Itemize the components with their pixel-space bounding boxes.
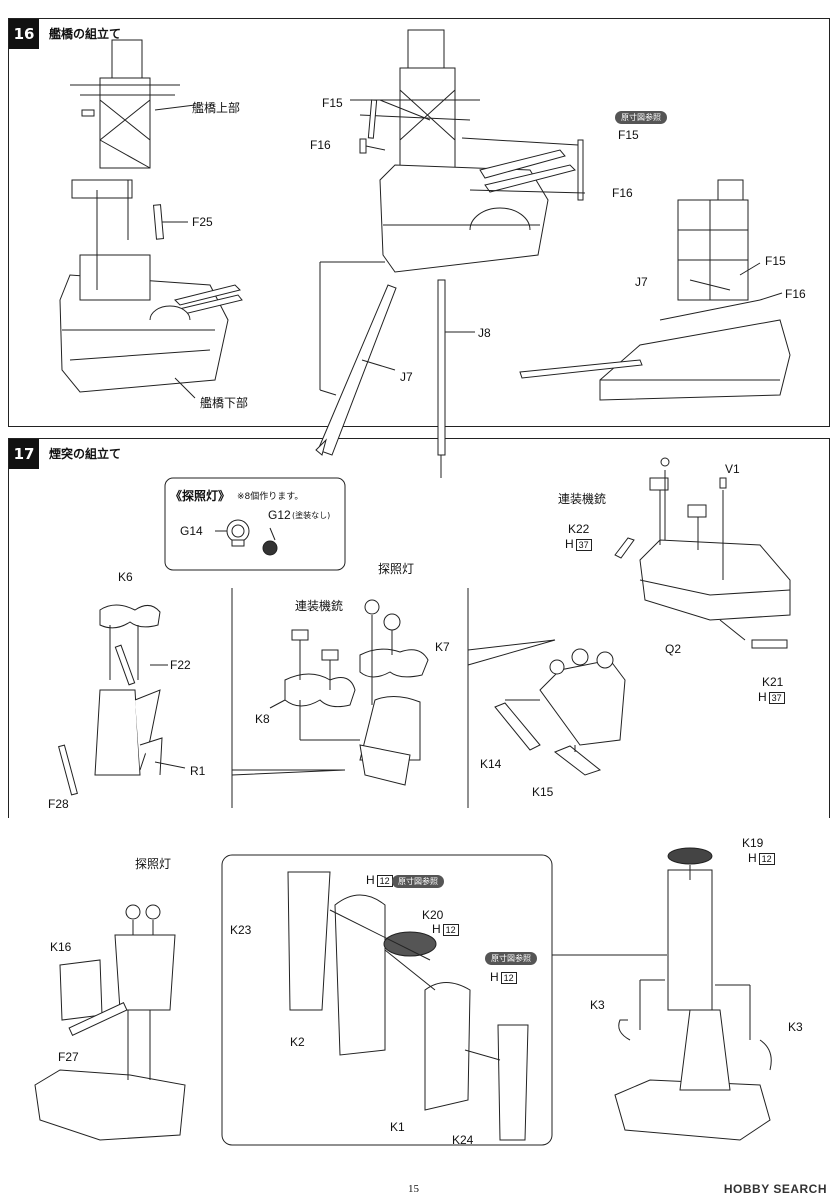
part-q2 xyxy=(639,539,791,621)
label-h37b-prefix: H xyxy=(758,690,767,704)
label-f22: F22 xyxy=(170,658,191,672)
label-f15-right: F15 xyxy=(765,254,786,268)
searchlight-callout-box xyxy=(164,477,346,571)
step16-title: 艦橋の組立て xyxy=(49,27,122,41)
label-h12a-box: 12 xyxy=(376,875,393,887)
lower-right-deck xyxy=(614,1079,771,1141)
label-q2: Q2 xyxy=(665,642,682,656)
label-f15-ref: F15 xyxy=(618,128,639,142)
reference-badge-b: 原寸図参照 xyxy=(485,952,537,965)
step17-title: 煙突の組立て xyxy=(49,447,122,461)
label-k16: K16 xyxy=(50,940,72,954)
watermark: HOBBY SEARCH xyxy=(723,1182,827,1196)
reference-badge-step16: 原寸図参照 xyxy=(615,111,667,124)
part-k1-funnel xyxy=(667,869,713,1011)
step16-number: 16 xyxy=(9,19,39,49)
label-h12b-prefix: H xyxy=(432,922,441,936)
label-k20: K20 xyxy=(422,908,444,922)
label-k23: K23 xyxy=(230,923,252,937)
label-h12d-prefix: H xyxy=(748,851,757,865)
searchlight-box-note: ※8個作ります。 xyxy=(237,492,304,502)
bridge-upper-part xyxy=(70,39,180,240)
label-f16: F16 xyxy=(310,138,331,152)
label-h12c-prefix: H xyxy=(490,970,499,984)
label-g12-note: (塗装なし) xyxy=(292,511,331,520)
label-twin-mg: 連装機銃 xyxy=(295,599,344,613)
bridge-reference-view xyxy=(519,179,791,401)
label-h12a-prefix: H xyxy=(366,873,375,887)
step17-section: 17 煙突の組立て xyxy=(8,438,830,818)
step16-section: 16 艦橋の組立て xyxy=(8,18,830,427)
reference-badge-a: 原寸図参照 xyxy=(392,875,444,888)
part-k8 xyxy=(284,673,356,708)
label-k14: K14 xyxy=(480,757,502,771)
label-h12c-box: 12 xyxy=(500,972,517,984)
part-k23 xyxy=(287,871,331,1011)
label-h12d-box: 12 xyxy=(758,853,775,865)
bridge-assembled-center xyxy=(350,29,576,273)
searchlight-box-title: 《探照灯》 xyxy=(170,489,231,503)
part-r1 xyxy=(94,689,141,776)
label-searchlight: 探照灯 xyxy=(378,562,415,576)
label-k8: K8 xyxy=(255,712,270,726)
label-k6: K6 xyxy=(118,570,133,584)
label-k15: K15 xyxy=(532,785,554,799)
label-j7-right: J7 xyxy=(635,275,648,289)
label-k2: K2 xyxy=(290,1035,305,1049)
label-g14: G14 xyxy=(180,524,203,538)
label-h12b-box: 12 xyxy=(442,924,459,936)
label-k7: K7 xyxy=(435,640,450,654)
label-k21: K21 xyxy=(762,675,784,689)
label-f16-right: F16 xyxy=(785,287,806,301)
part-k14 xyxy=(494,702,541,751)
bridge-lower-part xyxy=(59,254,243,393)
label-twin-mg-right: 連装機銃 xyxy=(558,492,607,506)
label-h37b-box: 37 xyxy=(768,692,785,704)
label-v1: V1 xyxy=(725,462,740,476)
step17-number: 17 xyxy=(9,439,39,469)
label-k1: K1 xyxy=(390,1120,405,1134)
label-k3-right: K3 xyxy=(788,1020,803,1034)
label-k19: K19 xyxy=(742,836,764,850)
label-f16-ref: F16 xyxy=(612,186,633,200)
label-h37a-prefix: H xyxy=(565,537,574,551)
label-r1: R1 xyxy=(190,764,206,778)
label-bridge-upper: 艦橋上部 xyxy=(192,101,241,115)
part-k1 xyxy=(424,982,471,1111)
part-k16 xyxy=(59,959,103,1021)
label-j8: J8 xyxy=(478,326,491,340)
label-f28: F28 xyxy=(48,797,69,811)
label-searchlight-lower: 探照灯 xyxy=(135,857,172,871)
lower-left-deck xyxy=(34,1069,186,1141)
label-f27: F27 xyxy=(58,1050,79,1064)
part-k6 xyxy=(99,604,161,629)
label-f25: F25 xyxy=(192,215,213,229)
part-k24 xyxy=(497,1024,529,1141)
part-k15 xyxy=(553,745,602,776)
label-f15: F15 xyxy=(322,96,343,110)
label-k24: K24 xyxy=(452,1133,474,1147)
label-g12: G12 xyxy=(268,508,291,522)
label-bridge-lower: 艦橋下部 xyxy=(200,396,249,410)
label-k3-left: K3 xyxy=(590,998,605,1012)
page-number: 15 xyxy=(408,1183,419,1195)
part-k7 xyxy=(359,648,429,678)
part-k2 xyxy=(334,894,386,1056)
label-h37a-box: 37 xyxy=(575,539,592,551)
label-j7: J7 xyxy=(400,370,413,384)
label-k22: K22 xyxy=(568,522,590,536)
